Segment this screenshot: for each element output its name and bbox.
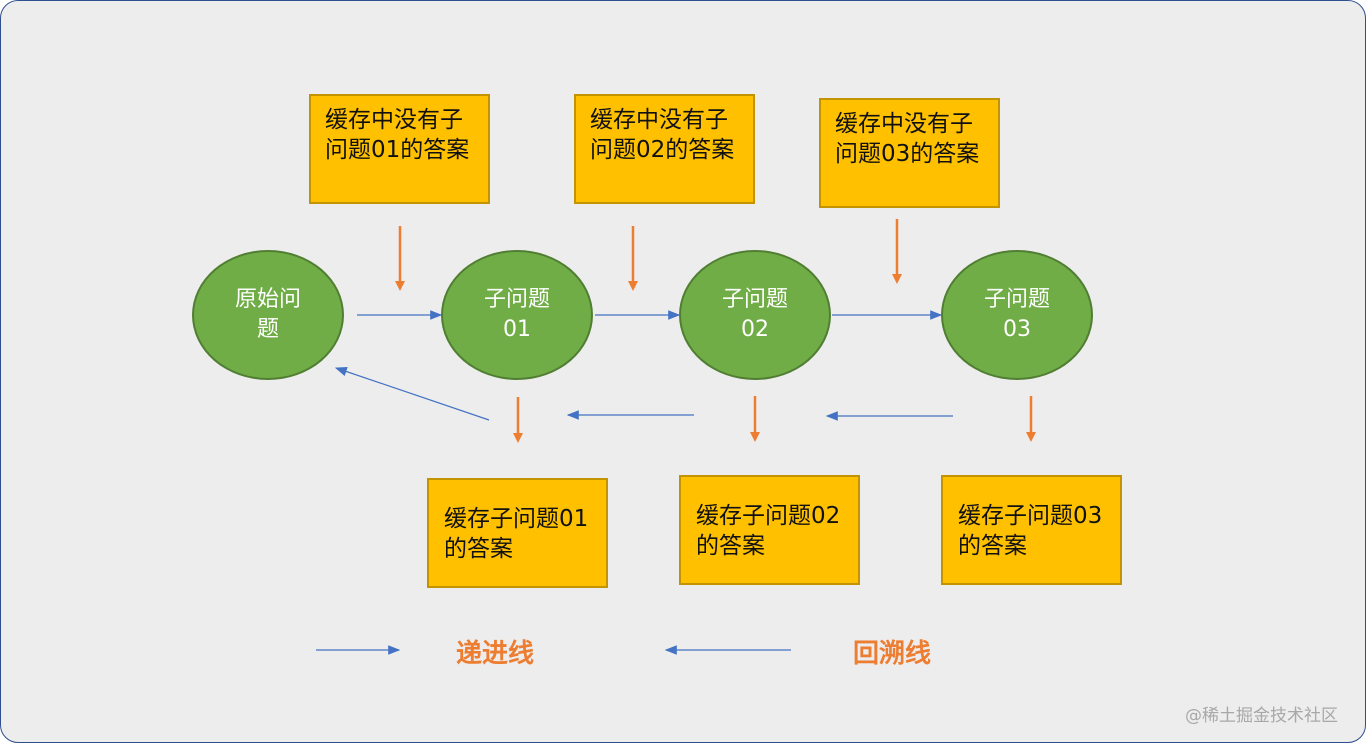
legend-forward-label: 递进线 xyxy=(456,639,535,669)
node-original-problem: 原始问题 xyxy=(192,250,344,380)
backtrack-arrow xyxy=(334,366,490,421)
node-subproblem-03: 子问题 03 xyxy=(941,250,1093,380)
cache-box-03: 缓存子问题03的答案 xyxy=(941,475,1122,585)
node-label: 题 xyxy=(256,317,279,342)
cache-box-02: 缓存子问题02的答案 xyxy=(679,475,860,585)
watermark: @稀土掘金技术社区 xyxy=(1185,706,1338,726)
legend-backtrack-label: 回溯线 xyxy=(853,639,932,669)
node-label: 子问题 xyxy=(483,287,550,312)
node-label: 子问题 xyxy=(721,287,788,312)
node-label: 02 xyxy=(741,317,769,342)
cache-miss-box-01: 缓存中没有子问题01的答案 xyxy=(309,94,490,204)
node-label: 03 xyxy=(1003,317,1031,342)
node-subproblem-02: 子问题 02 xyxy=(679,250,831,380)
cache-miss-box-02: 缓存中没有子问题02的答案 xyxy=(574,94,755,204)
node-label: 子问题 xyxy=(983,287,1050,312)
node-label: 原始问 xyxy=(234,287,301,312)
node-subproblem-01: 子问题 01 xyxy=(441,250,593,380)
cache-miss-box-03: 缓存中没有子问题03的答案 xyxy=(819,98,1000,208)
node-label: 01 xyxy=(503,317,531,342)
cache-box-01: 缓存子问题01的答案 xyxy=(427,478,608,588)
